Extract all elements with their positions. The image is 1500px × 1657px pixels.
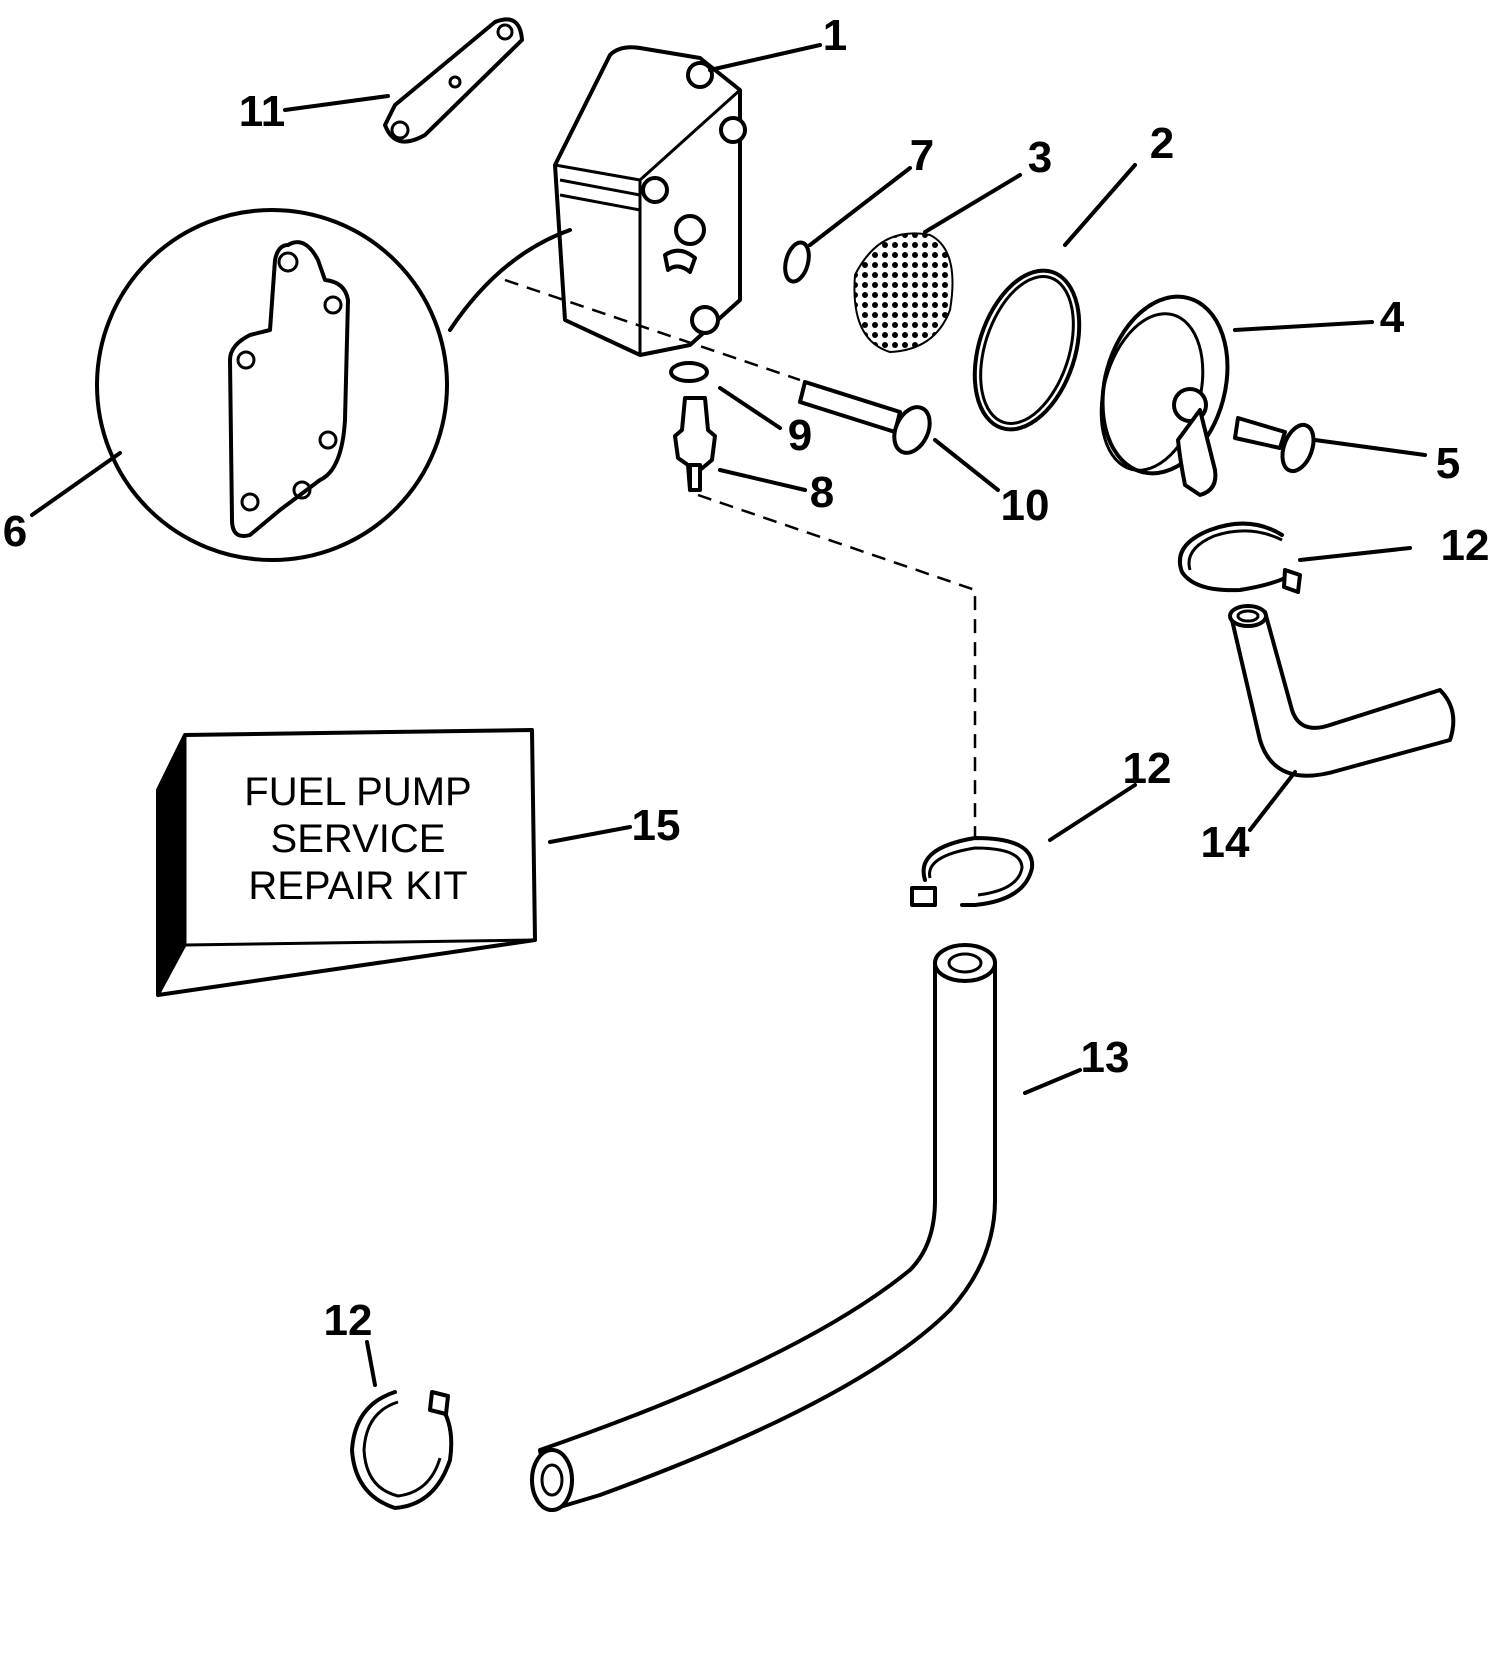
callout-9: 9 <box>788 411 812 460</box>
callout-10: 10 <box>1001 481 1050 530</box>
part-12-hose-clamp-upper <box>1178 521 1302 594</box>
part-10-bolt <box>798 380 932 455</box>
callout-3: 3 <box>1028 133 1052 182</box>
part-6-diaphragm-detail <box>95 208 449 562</box>
part-9-o-ring <box>669 361 709 383</box>
callout-6: 6 <box>3 507 27 556</box>
part-12-hose-clamp-lower <box>349 1390 454 1511</box>
part-7-o-ring <box>783 240 811 284</box>
kit-label-line1: FUEL PUMP <box>244 770 471 814</box>
kit-label-line3: REPAIR KIT <box>248 864 467 908</box>
callout-7: 7 <box>910 131 934 180</box>
kit-label-line2: SERVICE <box>271 817 446 861</box>
callout-2: 2 <box>1150 119 1174 168</box>
callout-12-middle: 12 <box>1123 744 1172 793</box>
callout-4: 4 <box>1380 293 1405 342</box>
callout-14: 14 <box>1201 818 1250 867</box>
part-4-pump-cover <box>1099 294 1230 497</box>
part-13-long-hose <box>530 943 997 1512</box>
callout-13: 13 <box>1081 1033 1130 1082</box>
part-5-cover-screw <box>1233 416 1316 474</box>
callout-8: 8 <box>810 468 834 517</box>
part-8-fitting <box>673 396 717 492</box>
leader-lines <box>30 43 1427 1387</box>
part-14-short-hose <box>1228 604 1456 778</box>
callout-12-lower: 12 <box>324 1296 373 1345</box>
callout-1: 1 <box>823 11 847 60</box>
callout-11: 11 <box>239 87 286 136</box>
callout-15: 15 <box>632 801 681 850</box>
part-3-filter-screen <box>853 232 954 354</box>
callout-numbers: 1 2 3 4 5 6 7 8 9 10 11 12 12 12 13 14 1… <box>3 11 1490 1345</box>
alignment-lines <box>504 278 977 838</box>
callout-5: 5 <box>1436 439 1460 488</box>
part-15-service-kit-box: FUEL PUMP SERVICE REPAIR KIT <box>156 728 537 997</box>
callout-12-upper: 12 <box>1441 521 1490 570</box>
part-11-mounting-plate <box>383 17 524 144</box>
part-12-hose-clamp-middle <box>910 835 1035 907</box>
part-1-fuel-pump-body <box>448 45 747 357</box>
part-2-gasket-ring <box>972 268 1082 432</box>
